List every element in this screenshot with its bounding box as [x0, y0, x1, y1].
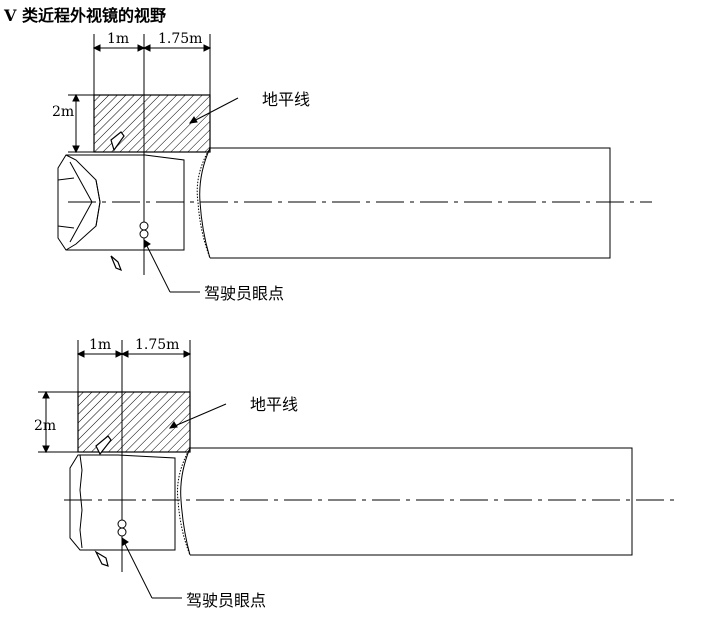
driver-eye-point-label: 驾驶员眼点 [204, 284, 284, 303]
horizon-label: 地平线 [262, 90, 310, 109]
eye-point-icon [139, 221, 149, 239]
dim-width-1-label: 1m [89, 337, 111, 353]
diagram-top: 1m 1.75m 2m [52, 31, 652, 303]
hatched-field-of-view-area [77, 391, 191, 453]
dim-height-label: 2m [34, 418, 56, 434]
eye-point-icon [117, 519, 127, 537]
leader-lines-bottom [121, 403, 227, 599]
vehicle-trailer [177, 447, 633, 556]
mirror-icon [110, 131, 125, 272]
vehicle-trailer [196, 147, 611, 259]
horizon-label: 地平线 [250, 395, 298, 414]
dim-width-2-label: 1.75m [135, 337, 179, 353]
dim-width-1-label: 1m [107, 31, 129, 47]
page-title: V 类近程外视镜的视野 [4, 6, 166, 25]
diagram-bottom: 1m 1.75m 2m [34, 337, 680, 610]
dimension-height-bottom [38, 390, 78, 454]
hatched-field-of-view-area [93, 94, 211, 153]
leader-lines-top [143, 97, 239, 293]
mirror-icon [94, 435, 112, 567]
dimension-height-top [68, 93, 94, 154]
dim-width-2-label: 1.75m [158, 31, 202, 47]
vehicle-cab [57, 154, 185, 251]
dim-height-label: 2m [52, 104, 74, 120]
driver-eye-point-label: 驾驶员眼点 [186, 591, 266, 610]
